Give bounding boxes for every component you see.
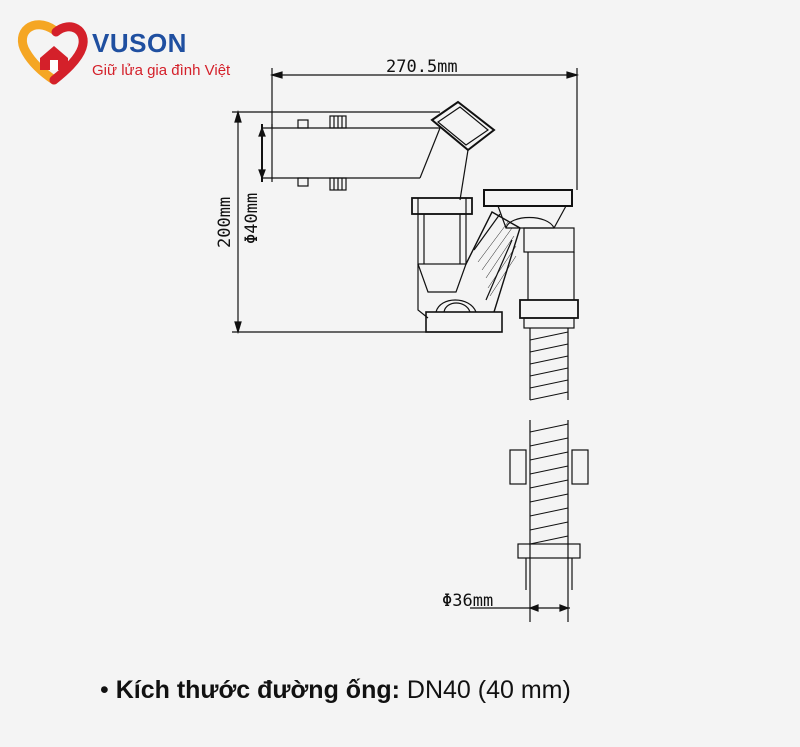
- house-heart-logo-icon: [17, 20, 88, 85]
- inlet-diameter-label: Φ40mm: [242, 193, 262, 244]
- bullet: •: [100, 676, 109, 704]
- height-label: 200mm: [215, 197, 235, 248]
- fitting-right-1: [571, 449, 589, 485]
- right-cap: [483, 189, 573, 207]
- outlet-diameter-label: Φ36mm: [442, 591, 493, 611]
- fitting-left-1: [509, 449, 527, 485]
- left-nut: [411, 197, 473, 215]
- arrow-left: [269, 71, 283, 79]
- left-chamber: [417, 213, 467, 265]
- caption-value: DN40 (40 mm): [406, 676, 571, 704]
- pipe-size-caption: • Kích thước đường ống: DN40 (40 mm): [100, 676, 571, 705]
- elbow-cap: [430, 100, 496, 152]
- arrow-down: [234, 321, 242, 335]
- brand-slogan: Giữ lửa gia đình Việt: [92, 62, 231, 79]
- arrow-up: [234, 109, 242, 123]
- caption-label: Kích thước đường ống:: [115, 676, 400, 704]
- brand-logo: VUSON Giữ lửa gia đình Việt: [14, 18, 264, 88]
- fitting-ring: [517, 543, 581, 559]
- right-nut: [519, 299, 579, 319]
- brand-name: VUSON: [92, 28, 187, 58]
- bottom-base: [425, 311, 503, 333]
- width-label: 270.5mm: [386, 57, 458, 77]
- arrow-right: [566, 71, 580, 79]
